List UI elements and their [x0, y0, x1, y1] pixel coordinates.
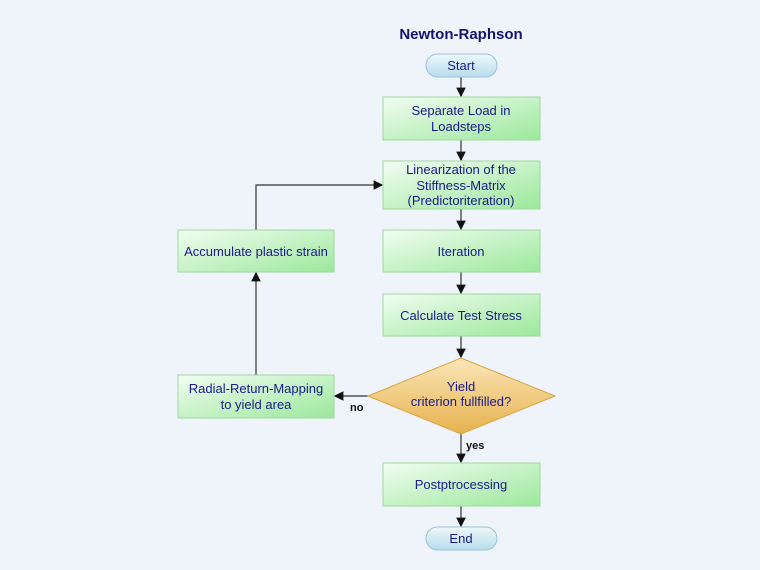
svg-text:criterion fullfilled?: criterion fullfilled?	[411, 394, 511, 409]
calculate-stress-node: Calculate Test Stress	[382, 293, 541, 337]
end-node: End	[425, 526, 498, 551]
svg-text:Linearization of the: Linearization of the	[406, 162, 516, 177]
svg-text:Yield: Yield	[447, 379, 475, 394]
svg-text:Loadsteps: Loadsteps	[431, 119, 491, 134]
radial-return-node: Radial-Return-Mapping to yield area	[177, 374, 335, 419]
edge-accumulate-linearization	[255, 180, 384, 230]
svg-text:Stiffness-Matrix: Stiffness-Matrix	[416, 178, 506, 193]
start-node: Start	[425, 53, 498, 78]
linearization-node: Linearization of the Stiffness-Matrix (P…	[382, 160, 541, 210]
accumulate-strain-node: Accumulate plastic strain	[177, 229, 335, 273]
svg-text:to yield area: to yield area	[221, 397, 293, 412]
iteration-node: Iteration	[382, 229, 541, 273]
svg-text:(Predictoriteration): (Predictoriteration)	[408, 193, 515, 208]
svg-text:Separate Load in: Separate Load in	[411, 103, 510, 118]
yield-decision-node: Yield criterion fullfilled?	[366, 357, 557, 435]
diagram-title: Newton-Raphson	[399, 26, 522, 43]
svg-text:End: End	[449, 531, 472, 546]
edges	[251, 77, 466, 528]
svg-text:Accumulate plastic strain: Accumulate plastic strain	[184, 244, 328, 259]
postprocessing-node: Postptrocessing	[382, 462, 541, 507]
svg-text:Postptrocessing: Postptrocessing	[415, 477, 508, 492]
svg-text:Calculate Test Stress: Calculate Test Stress	[400, 308, 522, 323]
edge-label-yes: yes	[466, 440, 484, 452]
separate-load-node: Separate Load in Loadsteps	[382, 96, 541, 141]
edge-label-no: no	[350, 402, 364, 414]
svg-text:Radial-Return-Mapping: Radial-Return-Mapping	[189, 381, 323, 396]
svg-text:Iteration: Iteration	[438, 244, 485, 259]
svg-text:Start: Start	[447, 58, 475, 73]
